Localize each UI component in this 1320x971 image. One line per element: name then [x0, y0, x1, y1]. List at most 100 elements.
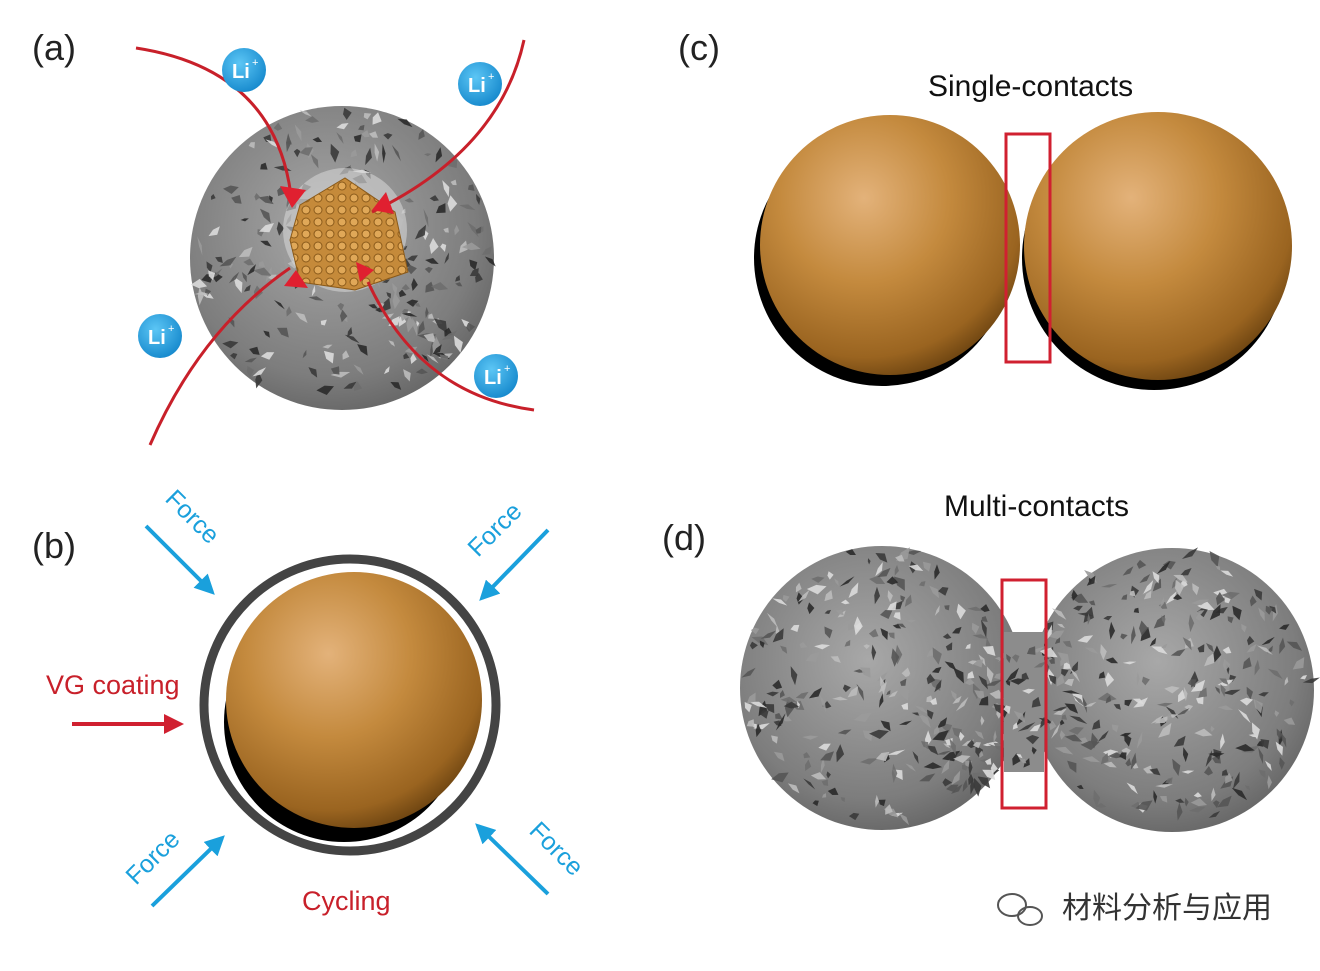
panel-c-label: (c) — [678, 27, 720, 68]
vg-flake — [780, 696, 797, 703]
vg-flake — [826, 771, 831, 779]
vg-flake — [877, 567, 891, 578]
vg-flake — [1248, 734, 1258, 738]
vg-flake — [276, 327, 289, 338]
vg-flake — [424, 266, 433, 274]
vg-flake — [869, 575, 886, 584]
vg-flake — [891, 648, 900, 667]
vg-flake — [382, 143, 386, 164]
vg-flake — [1105, 672, 1115, 687]
vg-flake — [862, 730, 873, 742]
vg-flake — [210, 193, 216, 200]
cycling-label: Cycling — [302, 886, 391, 916]
vg-flake — [343, 107, 352, 120]
panel-b: (b) Force Force Force Force VG coating C… — [32, 484, 589, 916]
vg-flake — [1143, 580, 1154, 594]
vg-flake — [283, 254, 289, 270]
vg-flake — [984, 758, 992, 765]
vg-flake — [1081, 695, 1087, 713]
svg-text:+: + — [488, 71, 494, 83]
vg-flake — [926, 709, 934, 720]
vg-flake — [944, 605, 950, 611]
vg-flake — [974, 730, 984, 740]
vg-flake — [758, 700, 768, 717]
vg-flake — [233, 276, 243, 294]
vg-flake — [980, 715, 985, 726]
force-label-bottom-right: Force — [524, 816, 589, 881]
vg-flake — [918, 581, 926, 587]
vg-flake — [835, 609, 844, 616]
vg-flake — [453, 335, 463, 353]
vg-flake — [980, 619, 987, 639]
vg-flake — [806, 584, 827, 595]
vg-flake — [971, 622, 980, 635]
vg-flake — [1239, 697, 1254, 706]
vg-flake — [403, 353, 410, 360]
vg-flake — [1151, 646, 1168, 655]
vg-flake — [1101, 583, 1118, 588]
vg-flake — [827, 787, 839, 796]
vg-flake — [1012, 753, 1021, 766]
vg-flake — [1204, 652, 1215, 667]
vg-flake — [1190, 679, 1206, 692]
vg-flake — [1280, 731, 1287, 748]
svg-text:Li: Li — [484, 367, 502, 389]
vg-flake — [1133, 607, 1139, 613]
vg-flake — [875, 794, 880, 808]
multi-contact-box — [1000, 578, 1048, 810]
vg-flake — [746, 719, 755, 727]
vg-flake — [230, 352, 238, 360]
vg-flake — [942, 723, 953, 734]
vg-flake — [190, 278, 208, 289]
vg-flake — [320, 319, 327, 326]
vg-flake — [805, 652, 820, 662]
vg-flake — [1011, 654, 1020, 663]
vg-flake — [1054, 746, 1074, 755]
vg-flake — [1061, 668, 1069, 677]
vg-flake — [1006, 654, 1011, 663]
vg-flake — [1267, 668, 1283, 680]
vg-flake — [899, 678, 907, 686]
vg-flake — [892, 624, 902, 629]
vg-flake — [1246, 686, 1254, 700]
vg-flake — [443, 227, 449, 233]
vg-sphere-right-d — [1029, 547, 1320, 832]
vg-flake — [310, 154, 319, 169]
vg-flake — [1139, 574, 1151, 583]
vg-flake — [418, 129, 425, 140]
vg-flake — [1124, 733, 1132, 747]
vg-flake — [922, 561, 931, 572]
vg-flake — [1203, 765, 1214, 776]
vg-flake — [1143, 590, 1152, 600]
vg-flake — [1167, 710, 1172, 723]
vg-flake — [1211, 787, 1216, 802]
vg-flake — [894, 564, 899, 576]
vg-flake — [374, 143, 380, 162]
vg-flake — [848, 812, 860, 821]
panel-c: (c) Single-contacts — [678, 27, 1292, 390]
vg-flake — [260, 352, 275, 360]
vg-flake — [1254, 588, 1263, 601]
vg-flake — [1031, 746, 1037, 755]
vg-flake — [1173, 574, 1188, 583]
vg-flake — [1141, 587, 1158, 595]
vg-flake — [748, 701, 768, 709]
vg-flake — [958, 731, 965, 742]
vg-flake — [790, 666, 798, 686]
vg-flake — [358, 124, 365, 131]
vg-flake — [784, 698, 795, 718]
vg-flake — [941, 759, 950, 774]
vg-flake — [417, 320, 425, 335]
vg-flake — [984, 679, 1003, 686]
vg-flake — [429, 195, 439, 202]
vg-flake — [294, 124, 302, 142]
vg-flake — [459, 204, 476, 211]
vg-flake — [1220, 733, 1225, 750]
vg-flake — [972, 772, 981, 780]
vg-flake — [1064, 678, 1075, 687]
vg-flake — [1022, 688, 1035, 694]
vg-flake — [775, 712, 783, 720]
vg-flake — [802, 735, 819, 740]
vg-flake — [1235, 744, 1255, 752]
vg-flake — [1103, 749, 1119, 758]
